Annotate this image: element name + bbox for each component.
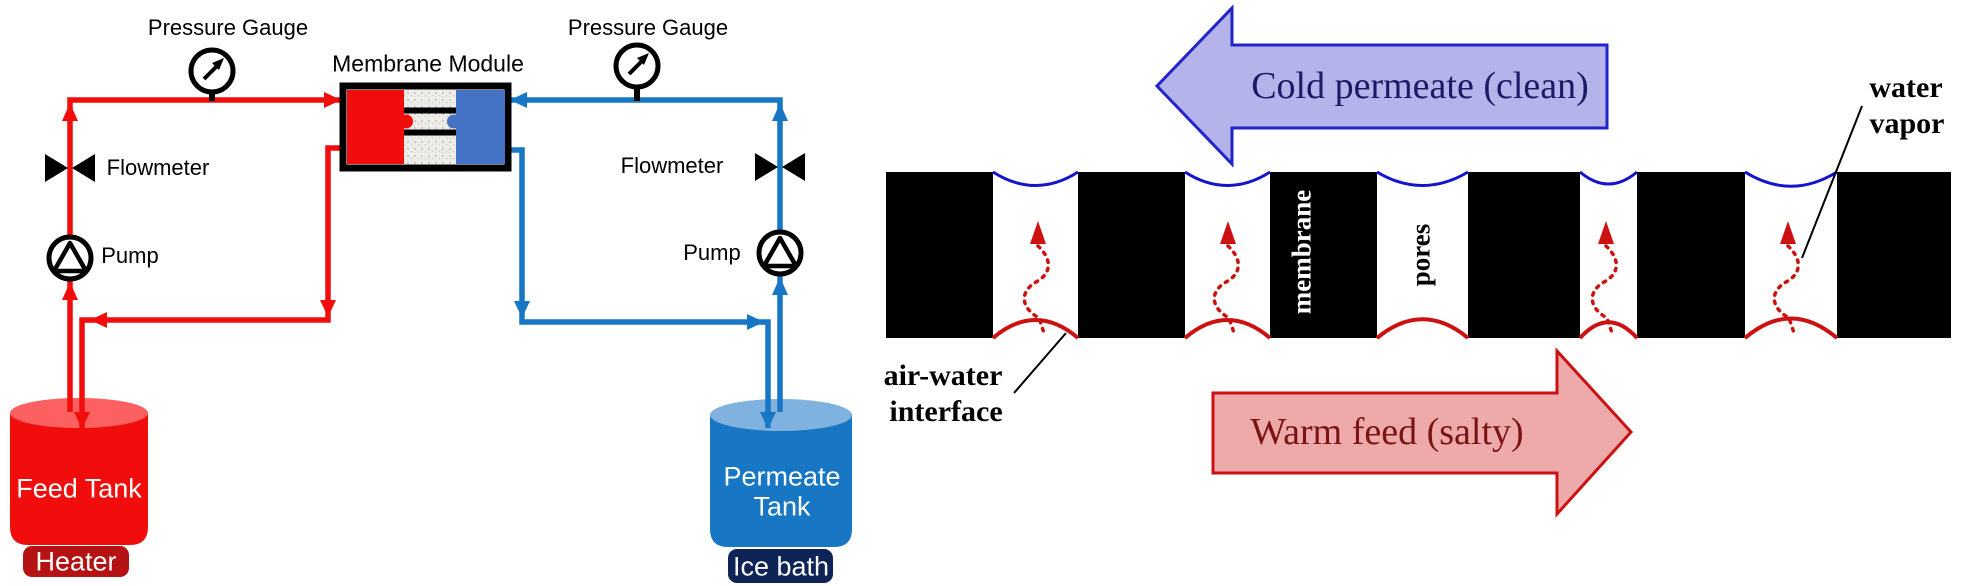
permeate-tank <box>710 399 852 583</box>
feed-tank-label: Feed Tank <box>16 473 142 504</box>
pressure-gauge-1-icon <box>188 47 236 101</box>
water-vapor-arrows <box>1022 221 1800 335</box>
heater-block <box>23 546 129 577</box>
vapor-arrow-icon <box>1022 221 1050 335</box>
ice-bath-block <box>728 549 833 583</box>
membrane-wall-bottom <box>404 129 456 136</box>
module-cold-channel <box>456 90 505 164</box>
pores-label: pores <box>1405 223 1436 287</box>
pressure-gauge-2-icon <box>613 42 661 101</box>
cold-permeate-label: Cold permeate (clean) <box>1251 65 1589 107</box>
arrow-right-icon <box>747 314 764 330</box>
permeate-pipe-arrows <box>510 92 788 429</box>
air-water-interface-curve <box>1743 316 1839 340</box>
permeate-tank-body <box>710 415 852 547</box>
vapor-arrow-icon <box>1212 221 1240 335</box>
air-water-interface-curve <box>991 318 1080 340</box>
permeate-return-pipe <box>508 147 771 428</box>
pump-2-icon <box>756 229 804 277</box>
module-membrane-zone <box>404 90 456 164</box>
arrow-right-icon <box>324 92 341 108</box>
pump-2-label: Pump <box>683 240 741 265</box>
flowmeter-1-icon <box>45 154 95 182</box>
feed-return-pipe <box>79 145 343 428</box>
arrow-down-icon <box>514 301 530 318</box>
air-water-leader-line <box>1013 332 1067 394</box>
feed-piping <box>67 97 343 428</box>
permeate-supply-pipe <box>508 97 783 412</box>
air-water-interface-curve <box>1375 317 1470 340</box>
membrane-label: membrane <box>1286 189 1317 315</box>
flowmeter-2-label: Flowmeter <box>620 153 724 178</box>
feed-tank-body <box>10 413 148 545</box>
permeate-menisci <box>992 170 1838 188</box>
flowmeter-2-icon <box>755 153 805 181</box>
hot-meniscus-icon <box>399 114 413 129</box>
water-vapor-label-line1: water <box>1869 71 1943 104</box>
permeate-piping <box>508 97 783 428</box>
membrane-block <box>886 172 993 338</box>
annotation-lines <box>1013 105 1863 394</box>
vapor-arrow-icon <box>1590 221 1618 335</box>
pump-1-icon <box>46 234 94 282</box>
module-hot-channel <box>347 90 404 164</box>
warm-feed-arrow <box>1211 347 1634 518</box>
arrow-left-icon <box>510 92 527 108</box>
meniscus-top <box>1744 170 1838 188</box>
meniscus-top <box>1376 170 1469 187</box>
arrow-up-icon <box>772 277 788 295</box>
feed-tank <box>10 398 148 577</box>
arrow-up-icon <box>62 103 78 121</box>
ice-bath-label: Ice bath <box>732 551 830 582</box>
meniscus-top <box>992 170 1079 187</box>
air-water-interface-label-line2: interface <box>889 395 1003 428</box>
water-vapor-label-line2: vapor <box>1869 107 1945 140</box>
membrane-block <box>1270 172 1377 338</box>
feed-pipe-arrows <box>62 92 341 429</box>
membrane-block <box>1837 172 1951 338</box>
cold-meniscus-icon <box>447 114 461 129</box>
air-water-interface-curve <box>1183 318 1272 340</box>
arrow-left-icon <box>90 312 107 328</box>
cold-permeate-arrow <box>1154 4 1609 168</box>
meniscus-top <box>1184 170 1271 187</box>
membrane-block <box>1637 172 1745 338</box>
vapor-arrow-icon <box>1772 221 1800 335</box>
pump-1-label: Pump <box>101 243 159 268</box>
membrane-block <box>1468 172 1580 338</box>
membrane-module <box>339 82 512 172</box>
arrow-up-icon <box>772 103 788 121</box>
permeate-tank-label-line1: Permeate <box>723 461 841 492</box>
arrow-down-icon <box>74 412 90 429</box>
heater-label: Heater <box>35 546 117 577</box>
meniscus-top <box>1579 170 1638 186</box>
arrow-down-icon <box>760 412 776 429</box>
arrow-up-icon <box>62 282 78 300</box>
arrow-down-icon <box>320 300 336 317</box>
membrane-wall-top <box>404 107 456 114</box>
permeate-tank-top <box>710 399 852 431</box>
membrane-blocks <box>886 172 1951 338</box>
feed-supply-pipe <box>67 97 340 412</box>
permeate-tank-label-line2: Tank <box>753 491 811 522</box>
air-water-interface-label-line1: air-water <box>883 359 1003 392</box>
pressure-gauge-2-label: Pressure Gauge <box>567 15 729 40</box>
warm-feed-label: Warm feed (salty) <box>1250 411 1524 453</box>
water-vapor-leader-line <box>1801 105 1863 259</box>
flowmeter-1-label: Flowmeter <box>106 155 210 180</box>
membrane-module-label: Membrane Module <box>332 50 524 77</box>
pressure-gauge-1-label: Pressure Gauge <box>147 15 309 40</box>
membrane-block <box>1078 172 1185 338</box>
